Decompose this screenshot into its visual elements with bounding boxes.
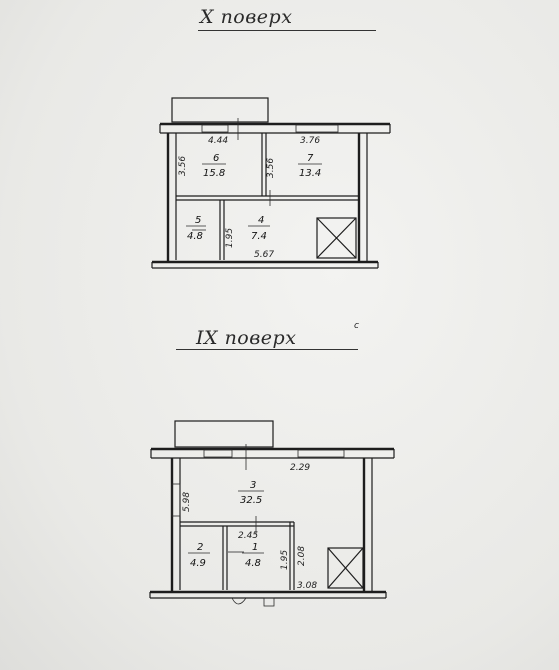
floor-ix-dim-2: 5.98 (182, 492, 192, 512)
floor-x-dim-6: 5.67 (254, 250, 274, 260)
floor-x-dim-4: 3.56 (266, 158, 276, 178)
floor-x-dim-5: 1.95 (225, 228, 235, 248)
floor-x-room-7-area: 13.4 (299, 168, 321, 179)
floor-ix-room-2-area: 4.9 (190, 558, 206, 569)
floor-x-room-4-number: 4 (258, 215, 264, 226)
floor-ix-title: IX поверх (196, 327, 297, 349)
floor-ix-dim-1: 2.29 (290, 463, 310, 473)
floor-x-dim-1: 4.44 (208, 136, 228, 146)
floor-x-title-underline (198, 30, 376, 31)
floor-ix-plan (149, 420, 395, 607)
floor-ix-room-1-area: 4.8 (245, 558, 261, 569)
floor-x-plan (151, 97, 391, 269)
floor-x-balcony (171, 97, 269, 123)
floor-ix-dim-4: 1.95 (280, 550, 290, 570)
floor-x-room-6-area: 15.8 (203, 168, 225, 179)
floor-x-room-5-number: 5 (195, 215, 201, 226)
floor-ix-room-1-number: 1 (252, 542, 258, 553)
floor-ix-title-underline (176, 349, 358, 350)
floor-ix-room-3-number: 3 (250, 480, 256, 491)
floor-ix-balcony (174, 420, 274, 448)
floor-x-title: X поверх (200, 6, 293, 28)
floor-ix-room-2-number: 2 (197, 542, 203, 553)
floor-x-room-4-area: 7.4 (251, 231, 267, 242)
floor-ix-dim-3: 2.45 (238, 531, 258, 541)
floor-x-room-5-area: 4.8 (187, 231, 203, 242)
floor-ix-room-3-area: 32.5 (240, 495, 262, 506)
floor-x-room-7-number: 7 (307, 153, 314, 164)
floor-x-dim-2: 3.76 (300, 136, 320, 146)
floor-x-dim-3: 3.56 (178, 156, 188, 176)
floor-x-room-6-number: 6 (213, 153, 219, 164)
stray-mark: c (354, 321, 359, 331)
floor-ix-dim-5: 2.08 (297, 546, 307, 566)
floor-ix-dim-6: 3.08 (297, 581, 317, 591)
